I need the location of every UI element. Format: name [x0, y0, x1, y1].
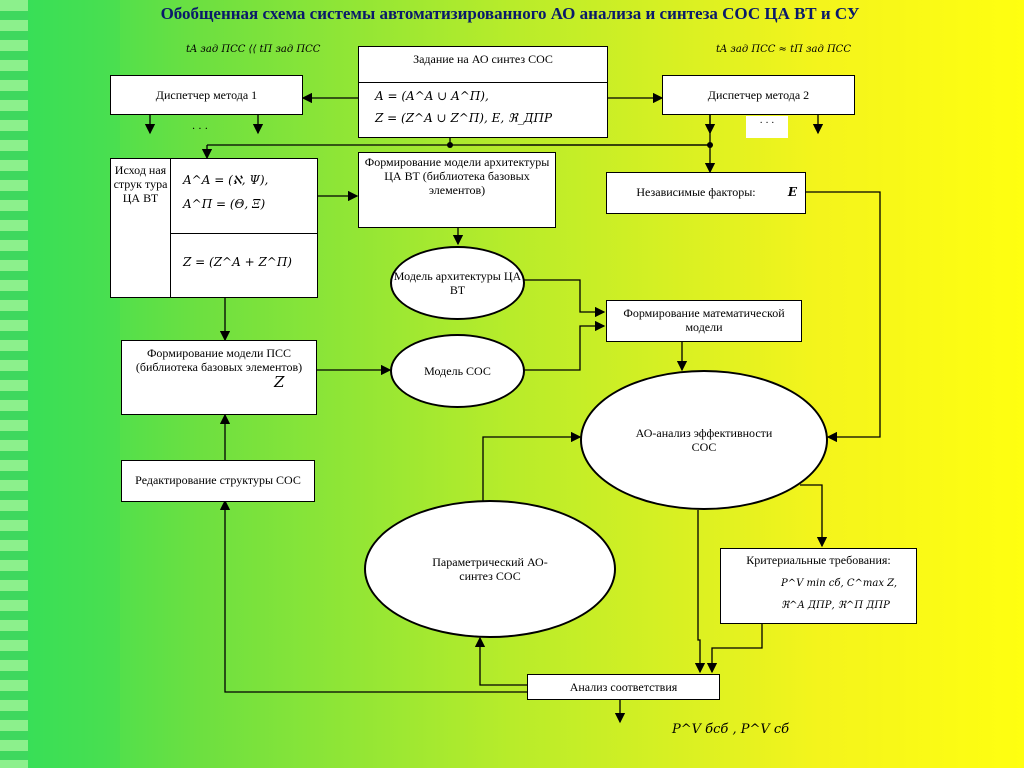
formula-z: Z = (Z^A + Z^П)	[183, 255, 292, 269]
pss-model-label: Формирование модели ПСС (библиотека базо…	[135, 346, 303, 374]
time-ratio-right: tA зад ПСС ≈ tП зад ПСС	[716, 44, 851, 55]
initial-structure-box: Исход ная струк тура ЦА ВТ A^A = (ℵ, Ψ),…	[110, 158, 318, 298]
criteria-line-1: P^V min сб, C^max Z,	[781, 578, 898, 589]
decorative-band	[28, 0, 120, 768]
pss-symbol: Z	[274, 373, 285, 391]
task-formula-a: A = (A^A ∪ A^П),	[375, 89, 489, 103]
sos-model-ellipse: Модель СОС	[390, 334, 525, 408]
divider	[171, 233, 317, 234]
factor-symbol: E	[787, 185, 797, 199]
dispatcher-1: Диспетчер метода 1	[110, 75, 303, 115]
criteria-box: Критериальные требования: P^V min сб, C^…	[720, 548, 917, 624]
ao-analysis-ellipse: АО-анализ эффективности СОС	[580, 370, 828, 510]
ellipsis-left: · · ·	[192, 124, 208, 135]
criteria-line-2: ℜ^A ДПР, ℜ^П ДПР	[781, 600, 890, 611]
task-box: Задание на АО синтез СОС A = (A^A ∪ A^П)…	[358, 46, 608, 138]
time-ratio-left: tA зад ПСС ⟨⟨ tП зад ПСС	[186, 44, 321, 55]
param-synthesis-ellipse: Параметрический АО-синтез СОС	[364, 500, 616, 638]
task-label: Задание на АО синтез СОС	[359, 47, 607, 83]
dispatcher-2: Диспетчер метода 2	[662, 75, 855, 115]
math-model-formation: Формирование математической модели	[606, 300, 802, 342]
arch-model-ellipse: Модель архитектуры ЦА ВТ	[390, 246, 525, 320]
formula-ap: A^П = (Θ, Ξ)	[183, 197, 266, 211]
independent-factors: Независимые факторы: E	[606, 172, 806, 214]
initial-structure-label: Исход ная струк тура ЦА ВТ	[111, 159, 171, 297]
criteria-label: Критериальные требования:	[746, 553, 891, 567]
pss-model-formation: Формирование модели ПСС (библиотека базо…	[121, 340, 317, 415]
decorative-stripe	[0, 0, 28, 768]
independent-factors-label: Независимые факторы:	[636, 185, 756, 199]
edit-structure-box: Редактирование структуры СОС	[121, 460, 315, 502]
output-formula: P^V бсб , P^V сб	[672, 722, 790, 737]
compliance-box: Анализ соответствия	[527, 674, 720, 700]
task-formula-z: Z = (Z^A ∪ Z^П), E, ℜ_ДПР	[375, 111, 553, 125]
arch-model-formation: Формирование модели архитектуры ЦА ВТ (б…	[358, 152, 556, 228]
ellipsis-right: · · ·	[746, 116, 788, 138]
page-title: Обобщенная схема системы автоматизирован…	[160, 4, 860, 23]
formula-aa: A^A = (ℵ, Ψ),	[183, 173, 269, 187]
